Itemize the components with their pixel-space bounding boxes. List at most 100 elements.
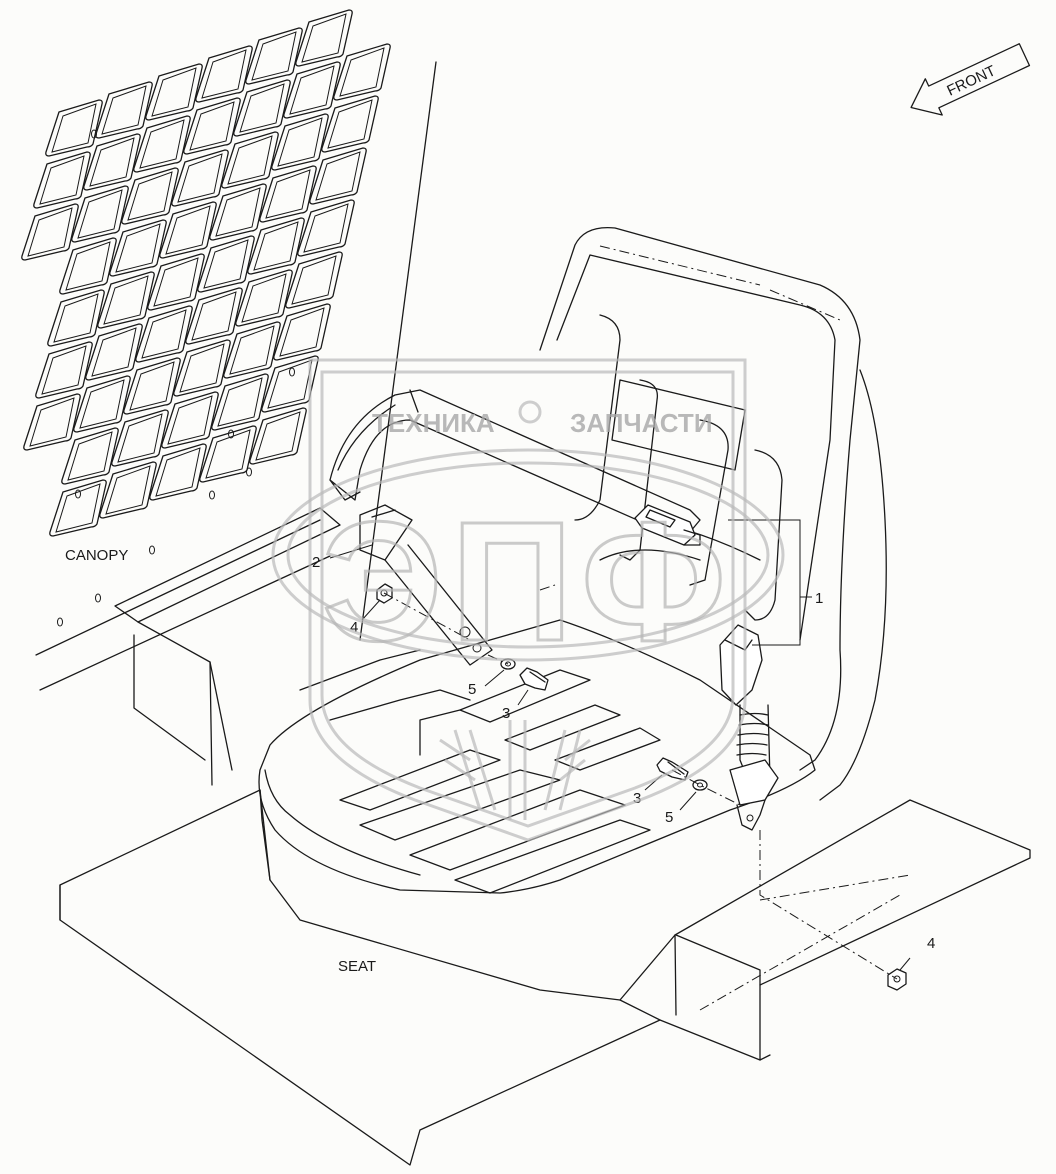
mesh-cell bbox=[271, 113, 329, 171]
mesh-cell bbox=[309, 147, 367, 205]
mesh-cell-inner bbox=[265, 169, 311, 219]
mesh-cell-inner bbox=[251, 31, 297, 81]
mesh-cell bbox=[161, 391, 219, 449]
mesh-cell bbox=[47, 289, 105, 347]
mesh-cell-inner bbox=[327, 99, 373, 149]
mesh-cell-inner bbox=[67, 431, 113, 481]
mesh-cell bbox=[59, 237, 117, 295]
callout-4-left: 4 bbox=[350, 619, 358, 636]
mesh-cell bbox=[199, 425, 257, 483]
mesh-cell-inner bbox=[27, 207, 73, 257]
mesh-cell bbox=[123, 357, 181, 415]
mesh-cell bbox=[195, 45, 253, 103]
mesh-cell-inner bbox=[53, 293, 99, 343]
mesh-cell-inner bbox=[217, 377, 263, 427]
mesh-cell-inner bbox=[267, 359, 313, 409]
mesh-cell-inner bbox=[91, 327, 137, 377]
mesh-cell-inner bbox=[165, 205, 211, 255]
mesh-cell bbox=[109, 219, 167, 277]
mesh-cell-inner bbox=[55, 483, 101, 533]
rivet-hole bbox=[289, 367, 295, 377]
mesh-cell-inner bbox=[339, 47, 385, 97]
callout-3-left: 3 bbox=[502, 705, 510, 722]
callout-4-right: 4 bbox=[927, 935, 935, 952]
mesh-cell-inner bbox=[127, 171, 173, 221]
mesh-cell bbox=[99, 461, 157, 519]
seat-base-plate bbox=[59, 789, 1031, 1166]
mesh-cell bbox=[221, 131, 279, 189]
rivet-hole bbox=[209, 490, 215, 500]
rivet-hole bbox=[149, 545, 155, 555]
mesh-cell-inner bbox=[79, 379, 125, 429]
mesh-cell bbox=[159, 201, 217, 259]
rivet-hole bbox=[95, 593, 101, 603]
mesh-cell bbox=[147, 253, 205, 311]
rivet-hole bbox=[91, 129, 97, 139]
mesh-cell-inner bbox=[115, 223, 161, 273]
watermark-logo-letters: ЭПФ bbox=[322, 487, 734, 677]
mesh-cell-inner bbox=[117, 413, 163, 463]
front-arrow: FRONT bbox=[910, 43, 1031, 116]
mesh-cell bbox=[295, 9, 353, 67]
mesh-cell bbox=[23, 393, 81, 451]
mesh-cell bbox=[33, 151, 91, 209]
mesh-cell bbox=[85, 323, 143, 381]
mesh-cell-inner bbox=[203, 239, 249, 289]
mesh-cell bbox=[235, 269, 293, 327]
mesh-cell-inner bbox=[153, 257, 199, 307]
mesh-cell-inner bbox=[301, 13, 347, 63]
rivet-hole bbox=[228, 429, 234, 439]
mesh-cell bbox=[185, 287, 243, 345]
front-label: FRONT bbox=[944, 62, 998, 99]
mesh-cell-inner bbox=[201, 49, 247, 99]
mesh-cell bbox=[71, 185, 129, 243]
mesh-cell-inner bbox=[227, 135, 273, 185]
mesh-cell-inner bbox=[179, 343, 225, 393]
center-lines bbox=[383, 245, 911, 1011]
mesh-cell-inner bbox=[155, 447, 201, 497]
watermark-left-text: ТЕХНИКА bbox=[372, 408, 495, 438]
mesh-cell bbox=[173, 339, 231, 397]
callout-1: 1 bbox=[815, 590, 823, 607]
leader-lines bbox=[329, 519, 911, 971]
mesh-cell bbox=[121, 167, 179, 225]
mesh-cell-inner bbox=[177, 153, 223, 203]
mesh-cell bbox=[321, 95, 379, 153]
mesh-cell bbox=[223, 321, 281, 379]
mesh-cell bbox=[233, 79, 291, 137]
mesh-cell bbox=[285, 251, 343, 309]
mesh-cell-inner bbox=[89, 137, 135, 187]
mesh-cell bbox=[133, 115, 191, 173]
mesh-cell bbox=[249, 407, 307, 465]
callout-5-left: 5 bbox=[468, 681, 476, 698]
mesh-cell bbox=[183, 97, 241, 155]
canopy-panel bbox=[35, 61, 437, 786]
mesh-cell bbox=[197, 235, 255, 293]
rivet-hole bbox=[75, 489, 81, 499]
mesh-cell bbox=[111, 409, 169, 467]
mesh-cell-inner bbox=[101, 85, 147, 135]
mesh-cell-inner bbox=[191, 291, 237, 341]
seat-label: SEAT bbox=[338, 958, 376, 975]
mesh-cell-inner bbox=[277, 117, 323, 167]
canopy-label: CANOPY bbox=[65, 547, 128, 564]
mesh-cell-inner bbox=[289, 65, 335, 115]
mesh-cell-inner bbox=[103, 275, 149, 325]
mesh-cell bbox=[171, 149, 229, 207]
mesh-cell bbox=[259, 165, 317, 223]
mesh-cell-inner bbox=[77, 189, 123, 239]
mesh-cell bbox=[297, 199, 355, 257]
mesh-cell-inner bbox=[255, 411, 301, 461]
mesh-cell bbox=[35, 341, 93, 399]
mesh-cell-inner bbox=[129, 361, 175, 411]
callout-3-right: 3 bbox=[633, 790, 641, 807]
callout-2: 2 bbox=[312, 554, 320, 571]
mesh-cell bbox=[245, 27, 303, 85]
mesh-cell-inner bbox=[205, 429, 251, 479]
mesh-cell-inner bbox=[41, 345, 87, 395]
mesh-cell-inner bbox=[315, 151, 361, 201]
mesh-cell bbox=[283, 61, 341, 119]
mesh-cell-inner bbox=[65, 241, 111, 291]
